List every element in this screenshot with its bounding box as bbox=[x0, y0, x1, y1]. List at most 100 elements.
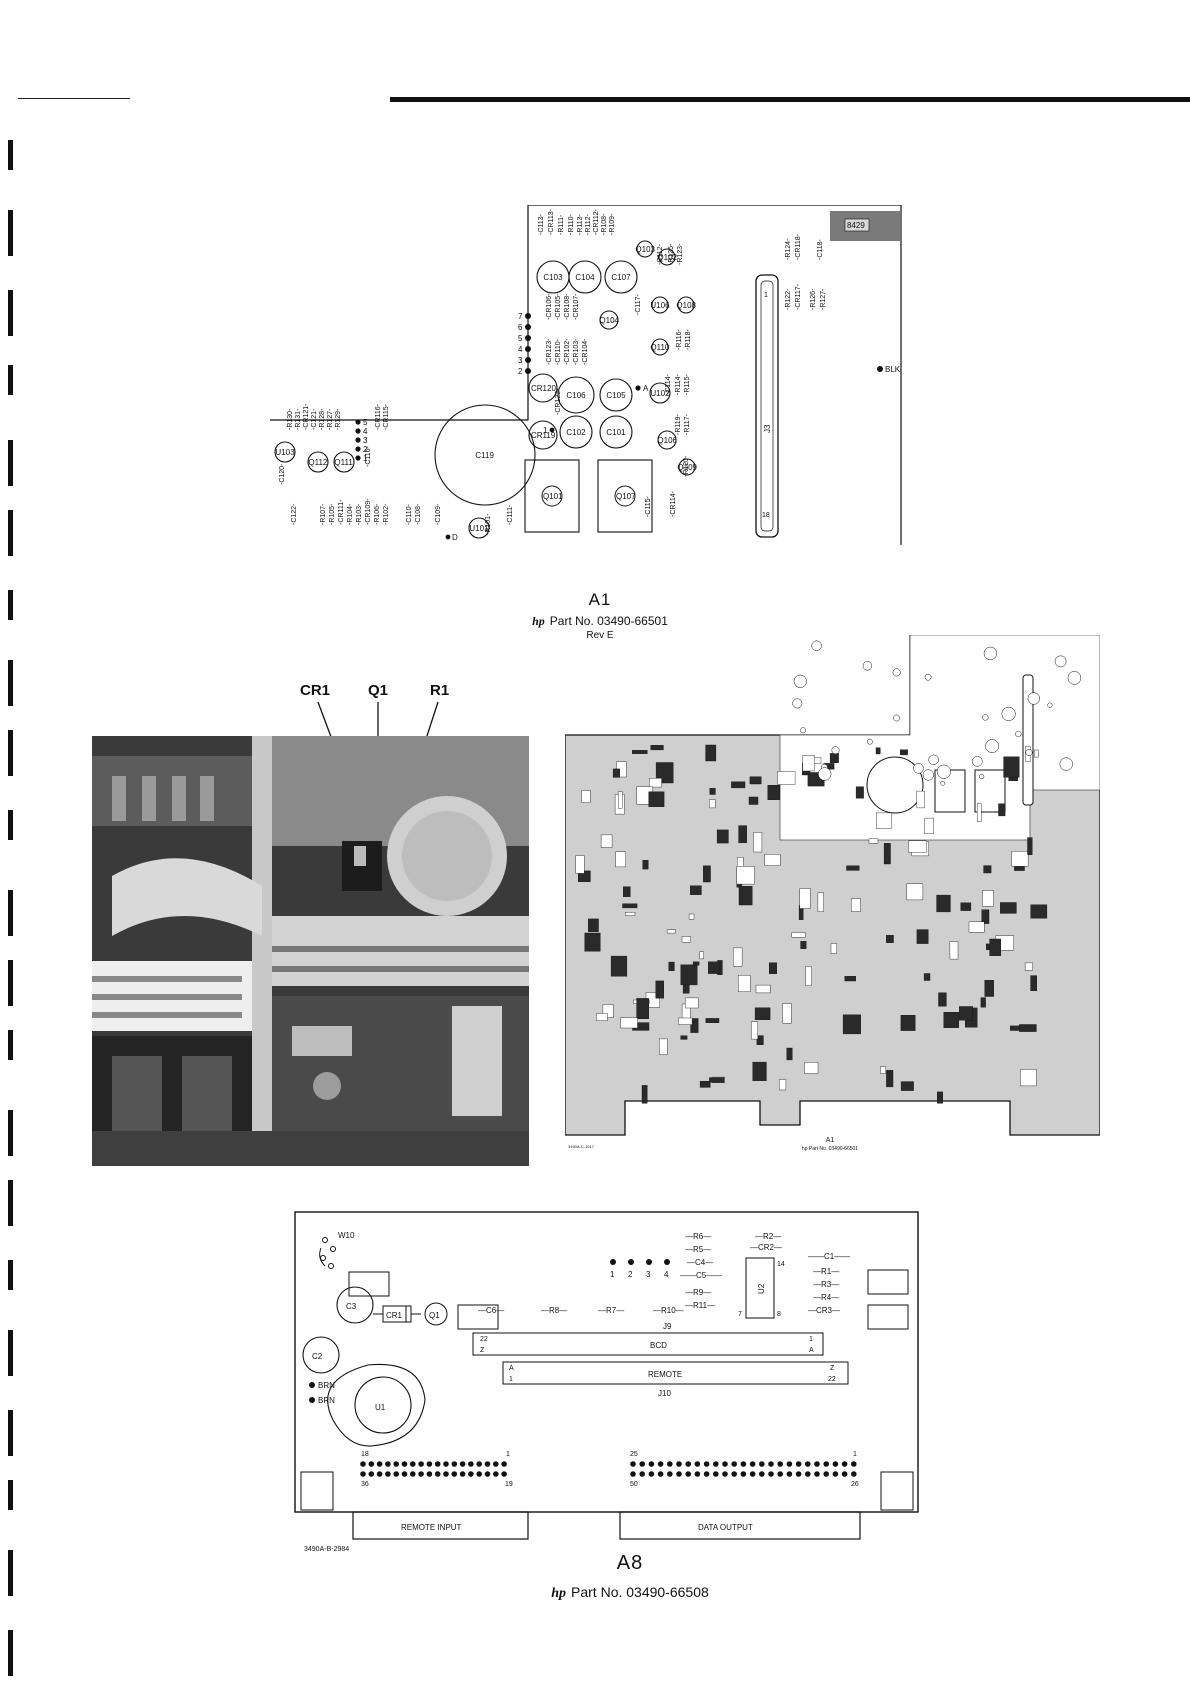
full-board-component bbox=[805, 966, 812, 986]
binding-mark bbox=[8, 1480, 13, 1510]
a1-pin-dot bbox=[525, 335, 531, 341]
header2-pin bbox=[694, 1471, 701, 1477]
a8-pin-dot bbox=[646, 1259, 652, 1265]
a1-part-label: -R123- bbox=[677, 243, 684, 265]
full-board-component bbox=[733, 947, 743, 967]
w10-pin-3 bbox=[320, 1255, 326, 1261]
full-board-j3 bbox=[1022, 674, 1034, 806]
a1-part-label: -C121- bbox=[311, 408, 318, 430]
full-board-component bbox=[1001, 706, 1016, 721]
cr3-label: —CR3— bbox=[808, 1306, 840, 1315]
a8-box-3 bbox=[867, 1269, 909, 1295]
a1-component-q107-body bbox=[614, 485, 636, 507]
a1-part-label: -CR107- bbox=[573, 293, 580, 320]
full-board-component bbox=[615, 851, 626, 868]
full-board-component bbox=[981, 909, 990, 924]
r8-label: —R8— bbox=[541, 1306, 567, 1315]
a1-component-label: U102 bbox=[650, 389, 670, 398]
full-board-component bbox=[764, 854, 781, 866]
full-board-component bbox=[581, 790, 591, 803]
header2-pin bbox=[713, 1461, 719, 1467]
full-board-component bbox=[650, 745, 664, 751]
j3-bottom-pin: 18 bbox=[762, 512, 770, 519]
header2-pin bbox=[814, 1471, 820, 1477]
header1-pin bbox=[360, 1461, 366, 1467]
a1-component-label: Q103 bbox=[635, 245, 655, 254]
a8-pin-number: 4 bbox=[664, 1270, 669, 1279]
a1-part-label: -CR122- bbox=[555, 388, 562, 415]
full-board-component bbox=[708, 961, 721, 974]
full-board-component bbox=[756, 1035, 764, 1046]
header1-pin bbox=[418, 1461, 424, 1467]
full-board-stamp: 3490A-C-1617 bbox=[568, 1144, 595, 1149]
full-board-component bbox=[867, 738, 873, 745]
a1-component-q111 bbox=[333, 451, 355, 473]
a1-pin-dot bbox=[525, 357, 531, 363]
a8-pin-number: 3 bbox=[646, 1270, 651, 1279]
a8-box-2 bbox=[457, 1304, 499, 1330]
u1-heatsink bbox=[327, 1363, 426, 1447]
full-board-component bbox=[1067, 671, 1082, 685]
bcd-pin-a: A bbox=[809, 1347, 814, 1354]
remote-pin-z: Z bbox=[830, 1365, 835, 1372]
data-output-tab bbox=[619, 1511, 861, 1540]
hp-logo: hp bbox=[532, 614, 545, 628]
full-board-component bbox=[692, 961, 700, 966]
header1-pin bbox=[501, 1461, 507, 1467]
a1-component-q107 bbox=[597, 459, 653, 533]
a1-pin-number: 5 bbox=[363, 418, 368, 427]
a1-part-label: -R117- bbox=[684, 413, 691, 435]
a1-part-label: -C111- bbox=[507, 504, 514, 525]
full-board-component bbox=[1027, 837, 1033, 855]
full-board-component bbox=[943, 1012, 960, 1028]
full-board-component bbox=[648, 791, 665, 808]
a1-component-label: Q107 bbox=[616, 492, 636, 501]
header1-pin bbox=[468, 1461, 474, 1467]
header2-pin bbox=[832, 1461, 839, 1467]
full-board-component bbox=[936, 894, 951, 913]
a1-pin-number: 1 bbox=[363, 454, 368, 463]
r2-label: —R2— bbox=[755, 1232, 781, 1241]
brn-label-1: BRN bbox=[318, 1381, 335, 1390]
full-board-component bbox=[767, 784, 781, 800]
w10-pin-2 bbox=[330, 1246, 336, 1252]
a1-component-label: CR120 bbox=[531, 384, 556, 393]
a1-part-label: -R105- bbox=[329, 503, 336, 525]
full-board-component bbox=[786, 1047, 793, 1061]
full-board-component bbox=[690, 885, 702, 895]
a1-component-c106 bbox=[557, 376, 595, 414]
header2-pin bbox=[759, 1471, 765, 1477]
full-board-component bbox=[862, 661, 873, 671]
header2-pin bbox=[667, 1471, 673, 1477]
full-board-component bbox=[978, 773, 985, 780]
header2-pin bbox=[749, 1471, 756, 1477]
a1-tag-inner bbox=[844, 218, 870, 232]
remote-pin-22: 22 bbox=[828, 1376, 836, 1383]
binding-mark bbox=[8, 810, 13, 840]
full-board-component bbox=[736, 866, 755, 885]
a1-component-u101 bbox=[468, 517, 490, 539]
header2-pin bbox=[722, 1471, 728, 1477]
a1-part-label: -R109- bbox=[609, 213, 616, 235]
header1-pin bbox=[434, 1461, 441, 1467]
full-board-component bbox=[690, 1018, 699, 1033]
callout-r1: R1 bbox=[430, 682, 450, 699]
a1-part-label: -R112- bbox=[585, 213, 592, 235]
a1-part-label: -C108- bbox=[415, 503, 422, 525]
full-board-component bbox=[829, 753, 839, 764]
u2-pin-8: 8 bbox=[777, 1311, 781, 1318]
a1-pin-number: 3 bbox=[518, 356, 523, 365]
hdr2-pin-26: 26 bbox=[851, 1481, 859, 1488]
header2-pin bbox=[823, 1461, 829, 1467]
header2-pin bbox=[851, 1471, 857, 1477]
full-board-component bbox=[752, 1061, 767, 1081]
header2-pin bbox=[703, 1471, 710, 1477]
remote-label: REMOTE bbox=[648, 1370, 682, 1379]
photo-image bbox=[92, 736, 529, 1166]
a1-part-label: -R127- bbox=[327, 408, 334, 430]
a8-pin-dot bbox=[610, 1259, 616, 1265]
header2-pin bbox=[768, 1471, 774, 1477]
hp-logo: hp bbox=[551, 1586, 567, 1601]
full-board-q101 bbox=[934, 769, 966, 813]
